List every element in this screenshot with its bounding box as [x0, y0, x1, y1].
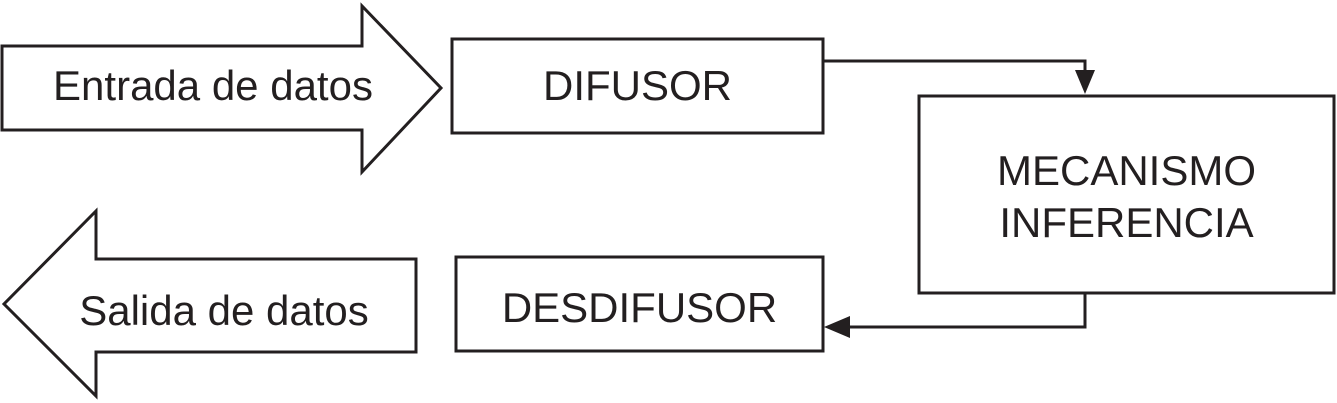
defuzzifier-label: DESDIFUSOR [501, 284, 778, 331]
connector-fuzzifier-to-inference [823, 59, 1087, 72]
fuzzifier-box [450, 37, 825, 135]
arrowhead-left [824, 316, 850, 338]
output-arrow-label: Salida de datos [79, 287, 369, 334]
output-arrow-shape [1, 207, 418, 400]
inference-label-line1: MECANISMO [996, 147, 1256, 194]
defuzzifier-box [454, 255, 825, 353]
arrowhead-down [1075, 70, 1095, 94]
inference-label-line2: INFERENCIA [999, 199, 1254, 246]
connector-inference-to-defuzzifier [848, 293, 1087, 329]
fuzzifier-label: DIFUSOR [543, 62, 732, 109]
input-arrow-shape [0, 2, 444, 176]
input-arrow-label: Entrada de datos [53, 62, 373, 109]
inference-label: MECANISMO INFERENCIA [919, 145, 1334, 249]
inference-box [917, 94, 1336, 295]
